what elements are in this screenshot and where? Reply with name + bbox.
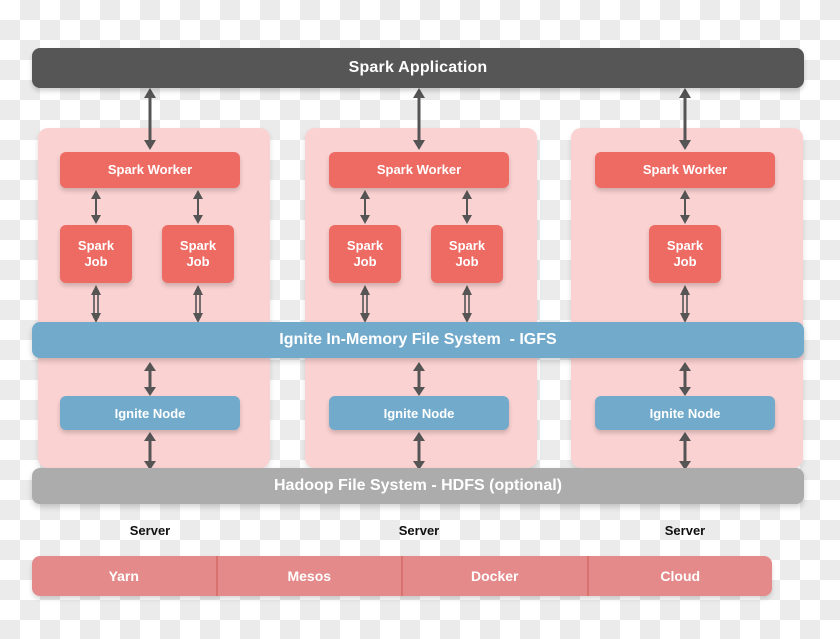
arrow-ignite1-hdfs [141, 432, 159, 470]
infrastructure-segment-mesos[interactable]: Mesos [218, 556, 403, 596]
spark-job-2b[interactable]: Spark Job [431, 225, 503, 283]
hdfs-bar[interactable]: Hadoop File System - HDFS (optional) [32, 468, 804, 504]
infrastructure-bar: Yarn Mesos Docker Cloud [32, 556, 772, 596]
arrow-igfs-ignite-3 [676, 362, 694, 396]
arrow-app-to-worker-1 [141, 88, 159, 150]
infrastructure-segment-docker[interactable]: Docker [403, 556, 589, 596]
arrow-job1a-igfs [88, 285, 104, 323]
arrow-job3a-igfs [677, 285, 693, 323]
infrastructure-segment-yarn[interactable]: Yarn [32, 556, 218, 596]
arrow-ignite3-hdfs [676, 432, 694, 470]
arrow-worker1-job1b [190, 190, 206, 224]
spark-job-3a[interactable]: Spark Job [649, 225, 721, 283]
arrow-igfs-ignite-1 [141, 362, 159, 396]
arrow-job2b-igfs [459, 285, 475, 323]
spark-job-label-line2: Job [353, 254, 377, 269]
spark-job-1b[interactable]: Spark Job [162, 225, 234, 283]
spark-job-label-line2: Job [84, 254, 108, 269]
arrow-worker1-job1a [88, 190, 104, 224]
arrow-igfs-ignite-2 [410, 362, 428, 396]
arrow-app-to-worker-3 [676, 88, 694, 150]
server-label-1: Server [129, 523, 171, 538]
arrow-app-to-worker-2 [410, 88, 428, 150]
ignite-node-3[interactable]: Ignite Node [595, 396, 775, 430]
infrastructure-segment-cloud[interactable]: Cloud [660, 568, 701, 584]
arrow-worker2-job2b [459, 190, 475, 224]
arrow-job2a-igfs [357, 285, 373, 323]
spark-job-label-line2: Job [186, 254, 210, 269]
ignite-node-1[interactable]: Ignite Node [60, 396, 240, 430]
spark-job-1a[interactable]: Spark Job [60, 225, 132, 283]
spark-job-label-line1: Spark [77, 237, 115, 253]
igfs-bar[interactable]: Ignite In-Memory File System - IGFS [32, 322, 804, 358]
server-label-2: Server [398, 523, 440, 538]
arrow-job1b-igfs [190, 285, 206, 323]
spark-application-bar[interactable]: Spark Application [32, 48, 804, 88]
arrow-worker3-job3a [677, 190, 693, 224]
spark-worker-3[interactable]: Spark Worker [595, 152, 775, 188]
arrow-worker2-job2a [357, 190, 373, 224]
spark-job-label-line1: Spark [179, 237, 217, 253]
spark-worker-1[interactable]: Spark Worker [60, 152, 240, 188]
spark-job-label-line1: Spark [346, 237, 384, 253]
spark-job-2a[interactable]: Spark Job [329, 225, 401, 283]
spark-worker-2[interactable]: Spark Worker [329, 152, 509, 188]
spark-job-label-line2: Job [455, 254, 479, 269]
server-label-3: Server [664, 523, 706, 538]
spark-job-label-line1: Spark [448, 237, 486, 253]
spark-job-label-line1: Spark [666, 237, 704, 253]
spark-job-label-line2: Job [673, 254, 697, 269]
ignite-node-2[interactable]: Ignite Node [329, 396, 509, 430]
arrow-ignite2-hdfs [410, 432, 428, 470]
